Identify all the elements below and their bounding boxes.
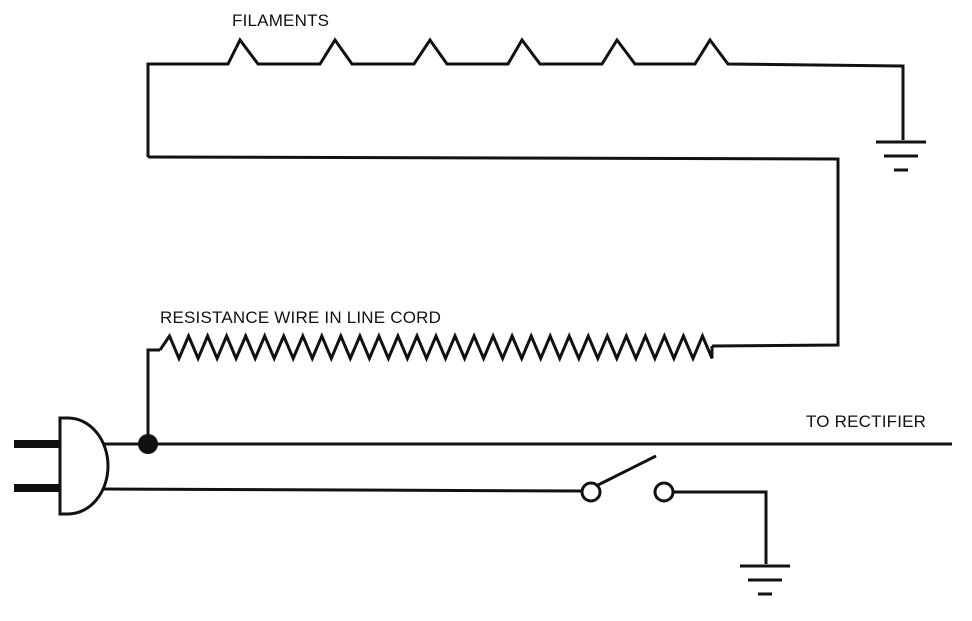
to-rectifier-label: TO RECTIFIER [806,412,926,431]
junction-dot-icon [138,434,158,454]
ground-icon [876,140,926,172]
line-cord-resistor [158,332,714,363]
return-wire [147,155,840,348]
switch-to-ground-wire [673,490,768,564]
resistance-wire-label: RESISTANCE WIRE IN LINE CORD [160,308,441,327]
ground-icon [740,564,790,596]
switched-line [103,487,583,493]
filaments-label: FILAMENTS [232,11,329,30]
switch-icon [580,454,675,503]
plug-icon [14,416,110,516]
filament-wire [146,37,905,157]
resistor-zigzag [158,332,714,363]
filament-string [146,37,905,157]
resistor-lead [146,348,160,444]
